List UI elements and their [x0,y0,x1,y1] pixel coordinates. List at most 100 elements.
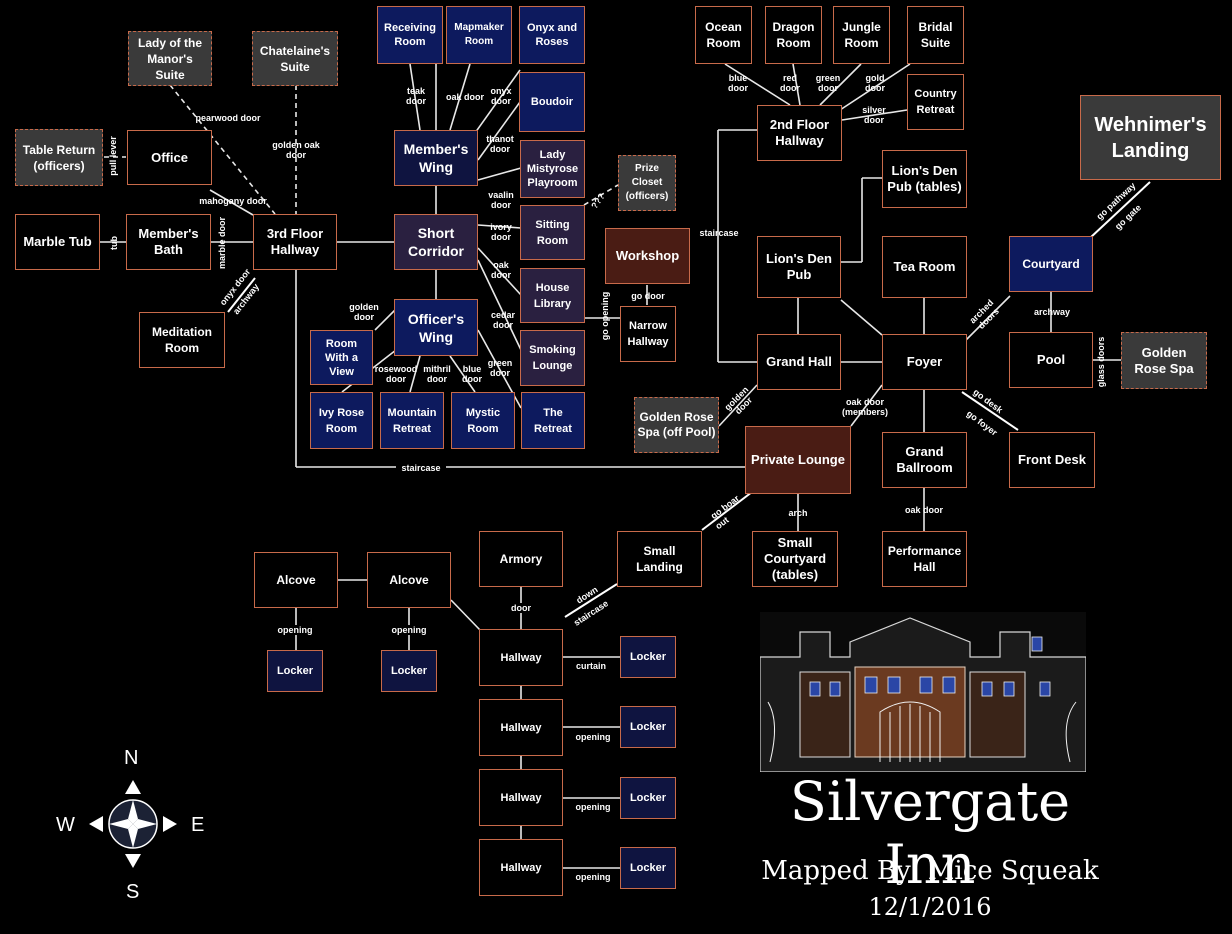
room-label: Small Courtyard (tables) [763,535,827,582]
room-third-floor-hallway[interactable]: 3rd Floor Hallway [253,214,337,270]
room-label: Narrow Hallway [627,320,669,348]
room-receiving[interactable]: Receiving Room [377,6,443,64]
room-sitting[interactable]: Sitting Room [520,205,585,260]
label-pearwood-door: pearwood door [195,113,261,123]
label-cedar-door: cedar door [490,310,516,330]
room-meditation[interactable]: Meditation Room [139,312,225,368]
room-narrow-hallway[interactable]: Narrow Hallway [620,306,676,362]
room-private-lounge[interactable]: Private Lounge [745,426,851,494]
room-boudoir[interactable]: Boudoir [519,72,585,132]
room-armory[interactable]: Armory [479,531,563,587]
room-ivy-rose[interactable]: Ivy Rose Room [310,392,373,449]
room-alcove-1[interactable]: Alcove [254,552,338,608]
room-second-floor-hallway[interactable]: 2nd Floor Hallway [757,105,842,161]
room-label: Private Lounge [751,452,845,467]
room-label: Hallway [500,721,542,734]
room-small-landing[interactable]: Small Landing [617,531,702,587]
label-green-door-2: green door [815,73,841,93]
room-label: Wehnimer's Landing [1094,113,1207,162]
room-label: Small Landing [636,544,683,574]
label-opening-2: opening [386,625,432,635]
room-pool[interactable]: Pool [1009,332,1093,388]
room-lady-manor-suite[interactable]: Lady of the Manor's Suite [128,31,212,86]
room-hallway-4[interactable]: Hallway [479,839,563,896]
label-vaalin-door: vaalin door [488,190,514,210]
room-members-bath[interactable]: Member's Bath [126,214,211,270]
room-hallway-1[interactable]: Hallway [479,629,563,686]
room-grand-hall[interactable]: Grand Hall [757,334,841,390]
map-title: Silvergate Inn [789,770,1071,896]
label-opening-1: opening [272,625,318,635]
room-performance-hall[interactable]: Performance Hall [882,531,967,587]
room-jungle[interactable]: Jungle Room [833,6,890,64]
room-smoking-lounge[interactable]: Smoking Lounge [520,330,585,386]
label-mithril-door: mithril door [423,364,451,384]
room-locker-1[interactable]: Locker [267,650,323,692]
label-teak-door: teak door [406,86,426,106]
label-glass-doors: glass doors [1096,336,1106,388]
room-locker-3[interactable]: Locker [620,636,676,678]
room-members-wing[interactable]: Member's Wing [394,130,478,186]
label-opening-3: opening [575,732,611,742]
room-label: Locker [629,862,667,874]
room-front-desk[interactable]: Front Desk [1009,432,1095,488]
room-golden-rose-spa[interactable]: Golden Rose Spa [1121,332,1207,389]
room-golden-rose-spa-off-pool[interactable]: Golden Rose Spa (off Pool) [634,397,719,453]
room-label: Lion's Den Pub [766,251,832,282]
room-mapmaker[interactable]: Mapmaker Room [446,6,512,64]
room-locker-4[interactable]: Locker [620,706,676,748]
room-lions-den-pub[interactable]: Lion's Den Pub [757,236,841,298]
room-the-retreat[interactable]: The Retreat [521,392,585,449]
room-tea-room[interactable]: Tea Room [882,236,967,298]
room-house-library[interactable]: House Library [520,268,585,323]
room-grand-ballroom[interactable]: Grand Ballroom [882,432,967,488]
room-small-courtyard[interactable]: Small Courtyard (tables) [752,531,838,587]
label-red-door: red door [780,73,800,93]
room-label: Jungle Room [842,20,881,50]
room-bridal-suite[interactable]: Bridal Suite [907,6,964,64]
map-date: 12/1/2016 [868,893,992,921]
room-mystic[interactable]: Mystic Room [451,392,515,449]
room-mountain-retreat[interactable]: Mountain Retreat [380,392,444,449]
room-lady-mistyrose[interactable]: Lady Mistyrose Playroom [520,140,585,198]
label-pull-lever: pull lever [108,136,118,176]
label-arch: arch [788,508,808,518]
room-officers-wing[interactable]: Officer's Wing [394,299,478,356]
room-label: Officer's Wing [407,310,465,345]
room-label: Workshop [615,248,680,263]
room-courtyard[interactable]: Courtyard [1009,236,1093,292]
room-office[interactable]: Office [127,130,212,185]
room-with-a-view[interactable]: Room With a View [310,330,373,385]
room-label: Member's Bath [138,226,199,257]
room-table-return[interactable]: Table Return (officers) [15,129,103,186]
room-country-retreat[interactable]: Country Retreat [907,74,964,130]
label-green-door-1: green door [487,358,513,378]
room-label: Locker [390,665,428,677]
room-label: Locker [629,721,667,733]
room-lions-den-pub-tables[interactable]: Lion's Den Pub (tables) [882,150,967,208]
room-label: Locker [629,792,667,804]
room-locker-2[interactable]: Locker [381,650,437,692]
room-hallway-2[interactable]: Hallway [479,699,563,756]
room-prize-closet[interactable]: Prize Closet (officers) [618,155,676,211]
room-foyer[interactable]: Foyer [882,334,967,390]
room-ocean[interactable]: Ocean Room [695,6,752,64]
room-workshop[interactable]: Workshop [605,228,690,284]
room-marble-tub[interactable]: Marble Tub [15,214,100,270]
room-locker-5[interactable]: Locker [620,777,676,819]
room-alcove-2[interactable]: Alcove [367,552,451,608]
room-locker-6[interactable]: Locker [620,847,676,889]
room-label: The Retreat [534,406,572,435]
room-label: Foyer [906,354,943,369]
label-oak-door-2: oak door [491,260,511,280]
room-label: Chatelaine's Suite [259,43,331,74]
room-wehnimers-landing[interactable]: Wehnimer's Landing [1080,95,1221,180]
room-short-corridor[interactable]: Short Corridor [394,214,478,270]
room-dragon[interactable]: Dragon Room [765,6,822,64]
room-label: Grand Hall [766,354,832,369]
room-onyx-roses[interactable]: Onyx and Roses [519,6,585,64]
room-hallway-3[interactable]: Hallway [479,769,563,826]
room-chatelaine-suite[interactable]: Chatelaine's Suite [252,31,338,86]
label-go-door: go door [631,291,665,301]
